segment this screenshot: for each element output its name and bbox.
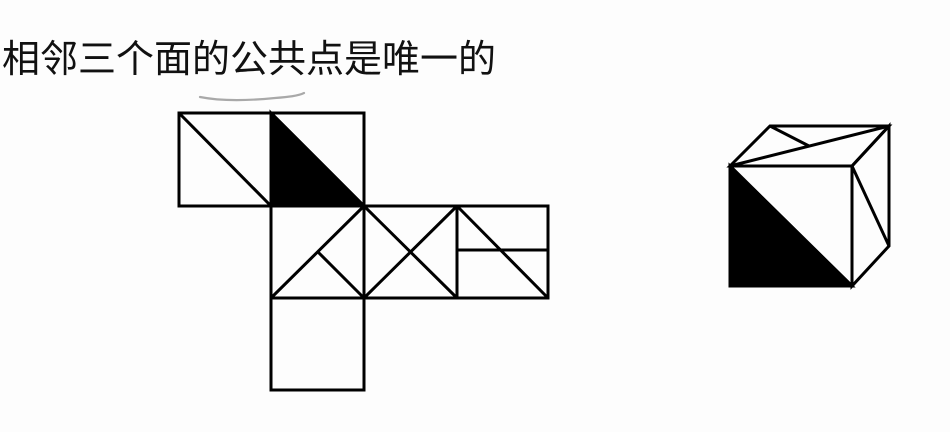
net-face-top-center — [269, 109, 368, 208]
net-face-middle-right — [455, 204, 550, 300]
page-heading: 相邻三个面的公共点是唯一的 — [2, 37, 497, 81]
cube-right-face — [850, 122, 891, 290]
net-face-middle-center — [362, 204, 459, 300]
cube-net — [177, 109, 550, 392]
handwritten-underline — [198, 91, 306, 102]
net-face-bottom — [269, 296, 366, 392]
net-face-top-left — [177, 111, 273, 208]
net-face-middle-left — [269, 204, 366, 300]
cube-3d — [726, 122, 893, 290]
cube-top-face — [726, 124, 893, 168]
cube-front-face — [728, 162, 856, 288]
